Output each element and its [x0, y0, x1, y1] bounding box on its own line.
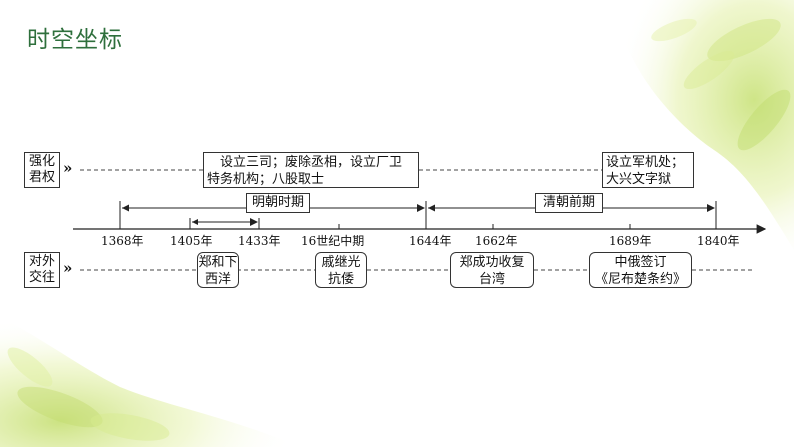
event-line: 中俄签订 [614, 255, 667, 270]
category-line: 交往 [28, 270, 55, 285]
event-line: 西洋 [204, 272, 231, 287]
category-foreign-relations: 对外 交往 [24, 252, 60, 288]
event-box-zhengchenggong: 郑成功收复 台湾 [450, 252, 534, 288]
event-line: 台湾 [478, 272, 505, 287]
event-line: 大兴文字狱 [606, 172, 672, 187]
period-label-ming: 明朝时期 [246, 193, 310, 213]
event-line: 《尼布楚条约》 [594, 272, 686, 287]
timeline-label: 1840年 [697, 234, 740, 248]
event-box-qing-power: 设立军机处； 大兴文字狱 [602, 152, 694, 188]
timeline-label: 1368年 [101, 234, 144, 248]
category-line: 对外 [28, 254, 55, 269]
timeline-label: 1644年 [409, 234, 452, 248]
timeline-label: 1433年 [238, 234, 281, 248]
page-title: 时空坐标 [27, 27, 123, 53]
category-line: 君权 [28, 170, 55, 185]
timeline-label: 16世纪中期 [301, 234, 365, 248]
category-line: 强化 [28, 154, 55, 169]
event-box-nerchinsk: 中俄签订 《尼布楚条约》 [589, 252, 692, 288]
timeline-label: 1405年 [170, 234, 213, 248]
timeline-label: 1689年 [609, 234, 652, 248]
category-strengthen-power: 强化 君权 [24, 152, 60, 188]
event-box-ming-power: 设立三司；废除丞相，设立厂卫 特务机构；八股取士 [203, 152, 419, 188]
timeline-label: 1662年 [475, 234, 518, 248]
period-label-qing: 清朝前期 [535, 193, 603, 213]
event-line: 戚继光 [321, 255, 361, 270]
event-line: 设立三司；废除丞相，设立厂卫 [219, 155, 402, 170]
chevron-icon: » [63, 159, 73, 177]
event-box-zhenghe: 郑和下 西洋 [197, 252, 239, 288]
event-line: 设立军机处； [606, 155, 685, 170]
event-line: 特务机构；八股取士 [207, 172, 325, 187]
event-line: 郑成功收复 [459, 255, 525, 270]
chevron-icon: » [63, 259, 73, 277]
event-line: 郑和下 [198, 255, 238, 270]
event-line: 抗倭 [327, 272, 354, 287]
event-box-qijiguang: 戚继光 抗倭 [315, 252, 367, 288]
